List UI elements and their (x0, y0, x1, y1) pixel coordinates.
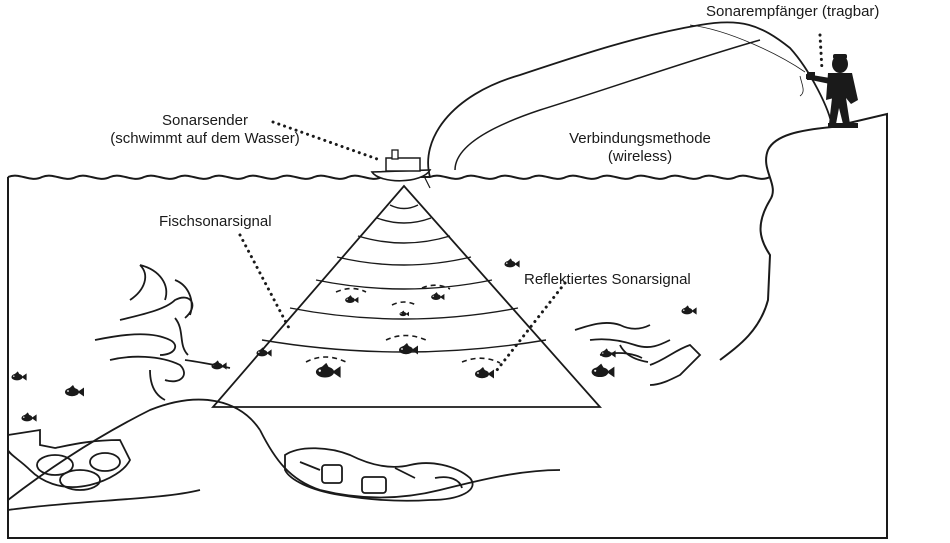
sonar-waves (262, 205, 546, 352)
fish-icon (400, 311, 410, 317)
fish-icon (21, 412, 36, 421)
rocks-bottom (285, 448, 473, 501)
transmitter-label-line1: Sonarsender (150, 112, 260, 130)
fish-icon (475, 367, 494, 379)
fish-icon (345, 295, 358, 303)
transmitter-label-line2: (schwimmt auf dem Wasser) (108, 130, 302, 148)
fish-icon (504, 258, 519, 267)
fish-signal-label: Fischsonarsignal (159, 213, 272, 231)
fish-icon (316, 363, 341, 378)
fishing-line (690, 25, 805, 72)
reflected-signal-label: Reflektiertes Sonarsignal (524, 271, 691, 289)
fisherman-icon (806, 54, 858, 128)
seaweed-right (575, 323, 700, 385)
fish-icon (431, 292, 444, 300)
leader-lines (240, 35, 822, 370)
connection-label-line2: (wireless) (590, 148, 690, 166)
fish-icon (592, 364, 615, 378)
sonar-transmitter-boat (372, 150, 430, 188)
fish-icon (399, 343, 418, 355)
rocks-left (8, 400, 560, 510)
fish-icon (11, 371, 26, 380)
fish-icon (681, 305, 696, 314)
seaweed-left (95, 265, 230, 400)
connection-label-line1: Verbindungsmethode (545, 130, 735, 148)
fish-icon (65, 385, 84, 397)
receiver-label: Sonarempfänger (tragbar) (706, 3, 879, 21)
